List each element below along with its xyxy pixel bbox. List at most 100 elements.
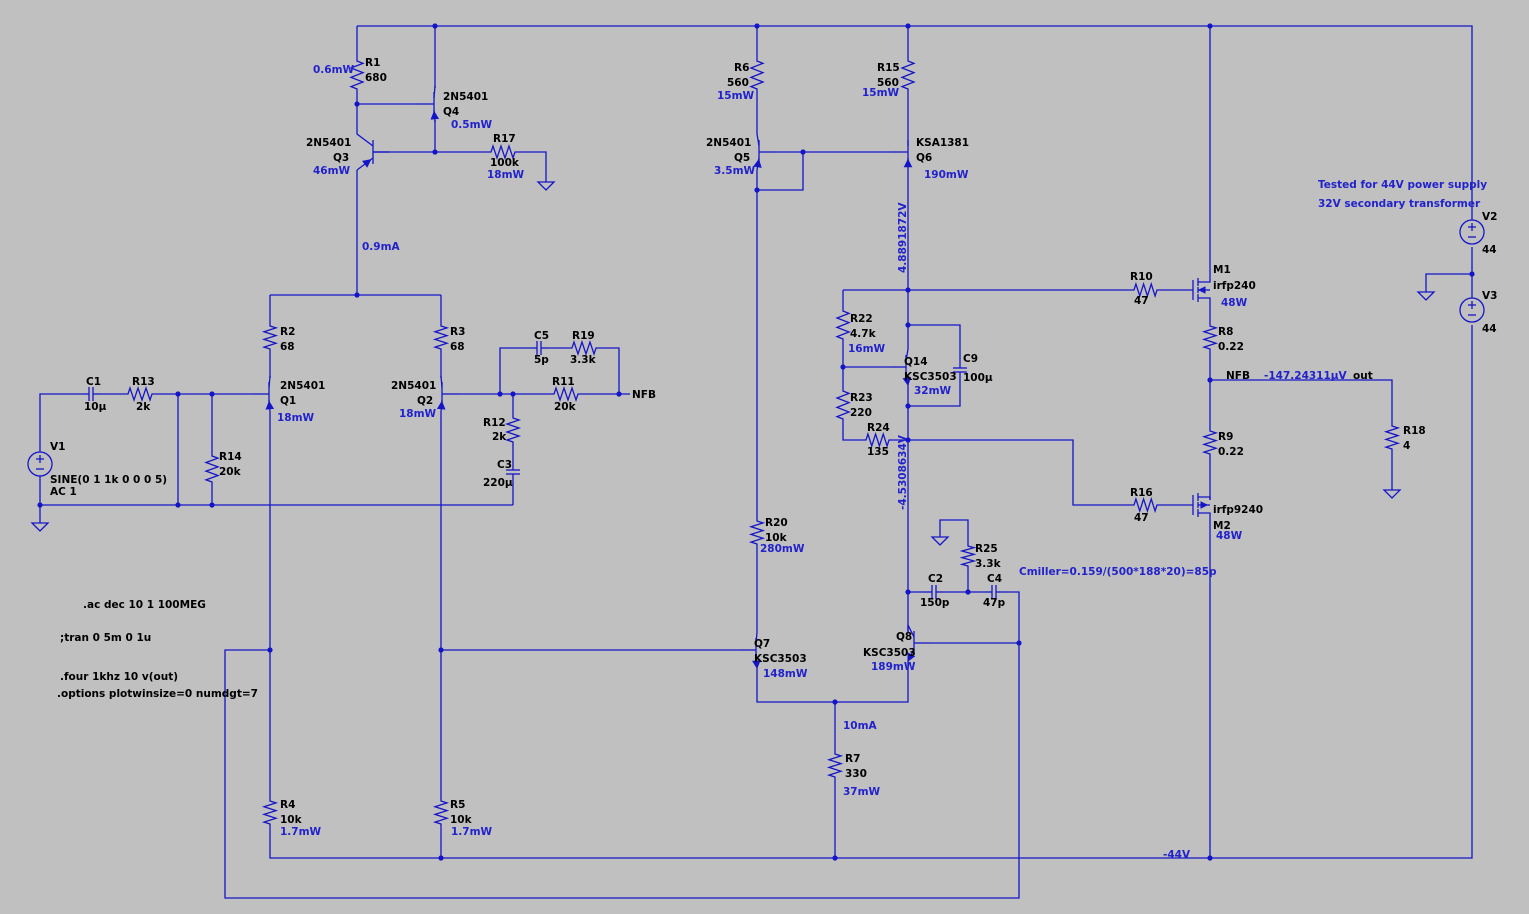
label-v3: V3: [1482, 290, 1497, 302]
label-r2v: 68: [280, 341, 295, 353]
resistor-R23: [835, 385, 851, 425]
label-v1ac: AC 1: [50, 486, 77, 498]
label-m2t: irfp9240: [1213, 504, 1263, 516]
label-r10v: 47: [1134, 295, 1149, 307]
label-v2v: 44: [1482, 244, 1497, 256]
label-r17: R17: [493, 133, 516, 145]
label-q7: Q7: [754, 638, 770, 650]
label-q3p: 46mW: [313, 165, 351, 177]
label-c2: C2: [928, 573, 943, 585]
label-r17p: 18mW: [487, 169, 525, 181]
label-r9: R9: [1218, 431, 1233, 443]
label-v3v: 44: [1482, 323, 1497, 335]
text-labels: R16800.6mW2N5401Q40.5mW2N5401Q346mWR1710…: [50, 57, 1497, 861]
label-i09: 0.9mA: [362, 241, 401, 253]
wire: [224, 643, 1020, 899]
label-r1v: 680: [365, 72, 387, 84]
label-c9v: 100µ: [963, 372, 993, 384]
label-vout: -147.24311µV: [1264, 370, 1348, 382]
label-nfb2: NFB: [1226, 370, 1250, 382]
label-r11v: 20k: [554, 401, 577, 413]
label-q4: Q4: [443, 106, 459, 118]
capacitor-C4: [985, 585, 1003, 599]
junction-dot: [905, 287, 911, 293]
junction-dot: [432, 149, 438, 155]
label-r5p: 1.7mW: [451, 826, 493, 838]
label-q6: Q6: [916, 152, 932, 164]
label-r18v: 4: [1403, 440, 1410, 452]
wire: [39, 393, 82, 452]
resistor-R24: [860, 431, 895, 449]
resistor-R11: [548, 385, 584, 403]
junction-dot: [175, 502, 181, 508]
label-r14v: 20k: [219, 466, 242, 478]
label-c9: C9: [963, 353, 978, 365]
label-r7: R7: [845, 753, 860, 765]
label-r15p: 15mW: [862, 87, 900, 99]
wire: [908, 324, 961, 360]
label-out: out: [1353, 370, 1373, 382]
label-r16v: 47: [1134, 512, 1149, 524]
label-r23: R23: [850, 392, 873, 404]
label-q2p: 18mW: [399, 408, 437, 420]
label-q8p: 189mW: [871, 661, 916, 673]
label-q1p: 18mW: [277, 412, 315, 424]
label-r10: R10: [1130, 271, 1153, 283]
mosfet-M1: [1192, 255, 1211, 305]
label-c5v: 5p: [534, 354, 549, 366]
label-r20p: 280mW: [760, 543, 805, 555]
label-r25v: 3.3k: [975, 558, 1002, 570]
wire: [269, 325, 1473, 859]
capacitor-C1: [82, 387, 100, 401]
label-r8: R8: [1218, 326, 1233, 338]
label-opts: .options plotwinsize=0 numdgt=7: [57, 688, 258, 700]
label-v2: V2: [1482, 211, 1497, 223]
label-r18: R18: [1403, 425, 1426, 437]
label-vbot: -4.5308634V: [897, 434, 909, 510]
junction-dot: [438, 647, 444, 653]
label-r20v: 10k: [765, 532, 788, 544]
label-r6v: 560: [727, 77, 749, 89]
label-r24v: 135: [867, 446, 889, 458]
label-r12: R12: [483, 417, 506, 429]
resistor-R4: [261, 795, 279, 830]
label-r15v: 560: [877, 77, 899, 89]
label-vtop: 4.8891872V: [897, 202, 909, 273]
label-ac: .ac dec 10 1 100MEG: [83, 599, 206, 611]
label-q3t: 2N5401: [306, 137, 351, 149]
resistor-R13: [122, 385, 158, 403]
label-q5p: 3.5mW: [714, 165, 756, 177]
label-r4: R4: [280, 799, 295, 811]
wire: [499, 347, 530, 394]
label-r22p: 16mW: [848, 343, 886, 355]
wire: [908, 380, 961, 407]
label-nfb1: NFB: [632, 389, 656, 401]
junction-dot: [354, 101, 360, 107]
ground-symbol: [536, 181, 556, 191]
label-r22: R22: [850, 313, 873, 325]
label-r7v: 330: [845, 768, 867, 780]
junction-dot: [905, 589, 911, 595]
label-q1: Q1: [280, 395, 296, 407]
resistor-R22: [835, 305, 851, 345]
label-cmiller: Cmiller=0.159/(500*188*20)=85p: [1019, 566, 1217, 578]
label-r3: R3: [450, 326, 465, 338]
label-r19: R19: [572, 330, 595, 342]
label-r8v: 0.22: [1218, 341, 1244, 353]
label-q4p: 0.5mW: [451, 119, 493, 131]
transistor-Q6: [892, 130, 913, 170]
resistor-R20: [748, 515, 766, 550]
resistor-R8: [1201, 320, 1219, 355]
label-c1: C1: [86, 376, 101, 388]
label-q14: Q14: [904, 356, 928, 368]
label-r17v: 100k: [490, 157, 520, 169]
label-q2t: 2N5401: [391, 380, 436, 392]
label-q4t: 2N5401: [443, 91, 488, 103]
transistor-Q2: [436, 375, 458, 413]
label-r25: R25: [975, 543, 998, 555]
wire: [939, 519, 969, 540]
wires: [37, 23, 1475, 899]
label-r2: R2: [280, 326, 295, 338]
label-r15: R15: [877, 62, 900, 74]
junction-dot: [432, 23, 438, 29]
